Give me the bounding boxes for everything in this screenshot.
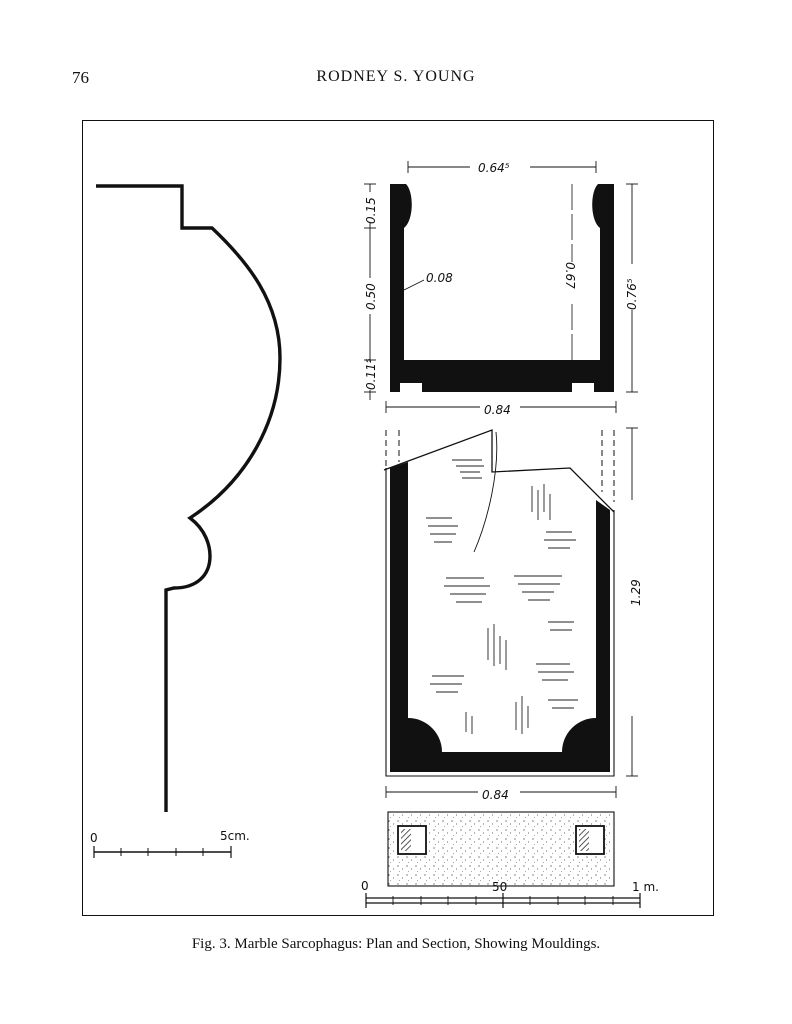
main-scale-bar: 0 50 1 m. <box>361 879 659 908</box>
dim-plan-length: 1.29 <box>629 579 643 606</box>
plan-view: 1.29 0.84 <box>383 427 643 802</box>
dim-middle-height: 0.50 <box>364 283 378 310</box>
dim-top-width: 0.64⁵ <box>478 161 510 175</box>
cross-section: 0.64⁵ 0.15 0.50 0.11⁵ 0.08 0.67 0.76⁵ 0.… <box>362 156 640 417</box>
end-elevation <box>387 811 615 887</box>
figure-caption: Fig. 3. Marble Sarcophagus: Plan and Sec… <box>191 936 601 952</box>
running-title: RODNEY S. YOUNG <box>316 68 476 85</box>
dim-base-height: 0.11⁵ <box>364 358 378 390</box>
figure-frame <box>82 120 714 916</box>
dim-inner-depth: 0.67 <box>563 262 577 289</box>
dim-wall-thickness: 0.08 <box>426 271 453 285</box>
dim-rim-height: 0.15 <box>364 197 378 224</box>
dim-plan-width: 0.84 <box>482 788 509 802</box>
moulding-profile <box>96 184 282 812</box>
moulding-scale-bar: 0 5cm. <box>90 829 250 858</box>
main-scale-end: 1 m. <box>632 880 659 894</box>
dim-section-bottom-width: 0.84 <box>484 403 511 417</box>
main-scale-middle: 50 <box>492 880 507 894</box>
moulding-scale-end: 5cm. <box>220 829 250 843</box>
dim-outer-height: 0.76⁵ <box>625 278 639 310</box>
main-scale-start: 0 <box>361 879 369 893</box>
page-number: 76 <box>72 68 89 87</box>
moulding-scale-start: 0 <box>90 831 98 845</box>
